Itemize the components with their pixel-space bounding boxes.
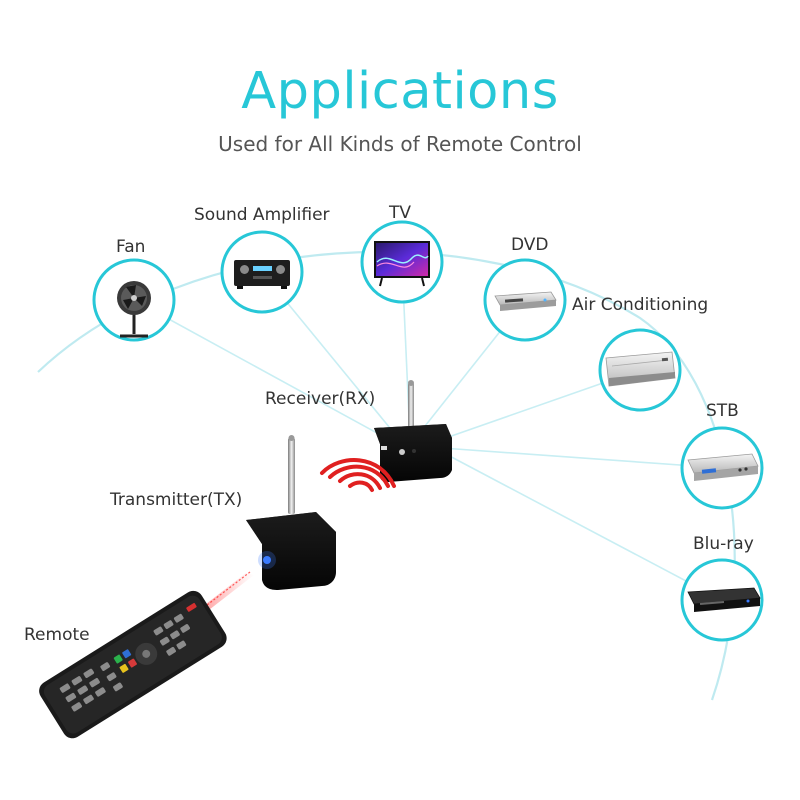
amplifier-icon xyxy=(234,260,290,289)
signal-waves-icon xyxy=(320,458,396,492)
fan-icon xyxy=(117,281,151,338)
label-blu-ray: Blu-ray xyxy=(693,534,754,554)
transmitter-device xyxy=(246,435,336,590)
orbit-arc xyxy=(37,250,736,701)
remote-control xyxy=(39,590,227,739)
transmitter-antenna xyxy=(288,438,295,514)
label-receiver: Receiver(RX) xyxy=(265,389,376,409)
air-conditioner-icon xyxy=(605,351,676,387)
tv-icon xyxy=(374,241,430,287)
blu-ray-player-icon xyxy=(687,587,761,612)
link-line-fan xyxy=(133,299,409,451)
page-title: Applications xyxy=(241,62,559,121)
dvd-node xyxy=(483,258,567,342)
transmitter-indicator-icon xyxy=(263,556,271,564)
label-remote: Remote xyxy=(24,625,90,645)
label-transmitter: Transmitter(TX) xyxy=(110,490,243,510)
sound-amplifier-node xyxy=(220,230,304,314)
receiver-device xyxy=(374,380,452,482)
fan-node xyxy=(92,258,176,342)
label-dvd: DVD xyxy=(511,235,549,255)
stb-node xyxy=(680,426,764,510)
tv-node xyxy=(360,220,444,304)
set-top-box-icon xyxy=(687,453,759,481)
link-line-stb xyxy=(441,447,723,469)
dvd-icon xyxy=(494,291,557,311)
label-stb: STB xyxy=(706,401,739,421)
page-subtitle: Used for All Kinds of Remote Control xyxy=(218,132,582,156)
link-lines xyxy=(133,261,723,601)
blu-ray-node xyxy=(680,558,764,642)
label-tv: TV xyxy=(389,203,412,223)
laser-core xyxy=(171,571,251,633)
label-fan: Fan xyxy=(116,237,146,257)
link-line-bluray xyxy=(441,451,723,601)
air-conditioning-node xyxy=(598,328,682,412)
label-sound-amplifier: Sound Amplifier xyxy=(194,205,330,225)
label-air-conditioning: Air Conditioning xyxy=(572,295,709,315)
